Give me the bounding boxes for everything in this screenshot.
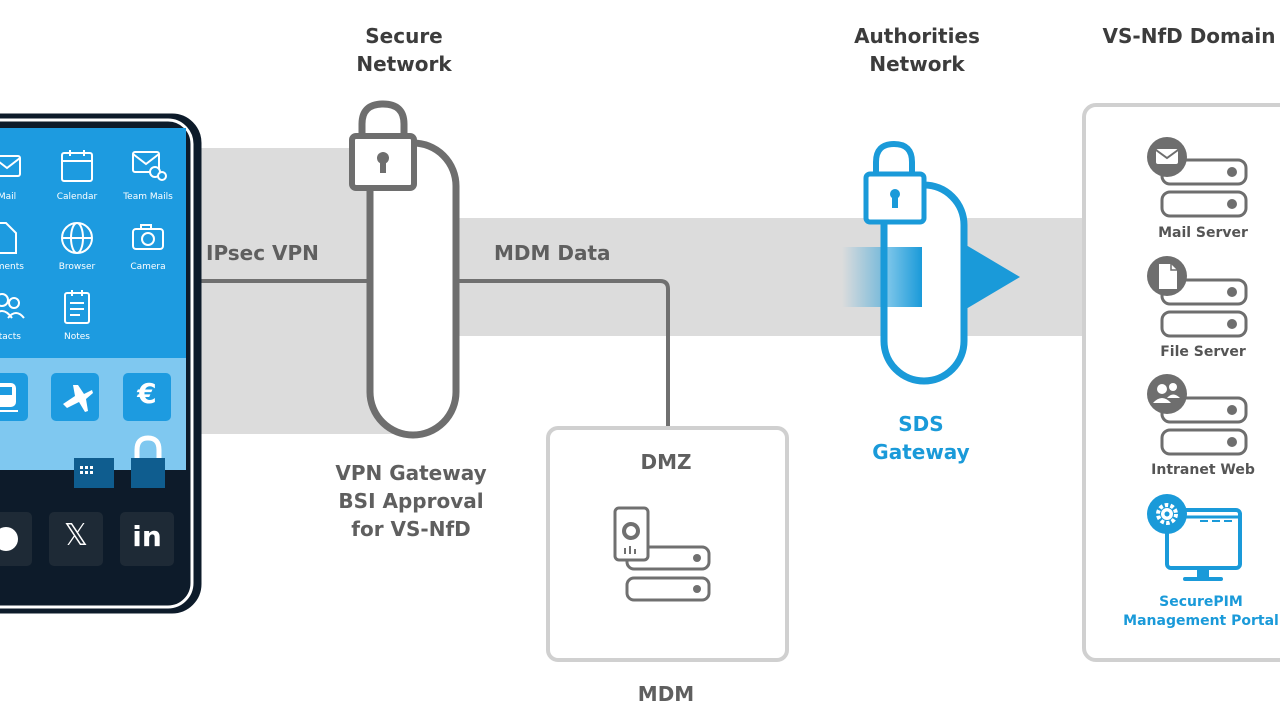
globe-icon [61,222,93,254]
phone-icon [0,527,18,551]
vpn-gateway-label: VPN Gateway BSI Approval for VS-NfD [335,461,487,541]
camera-icon [132,224,164,250]
mail-server-label: Mail Server [1158,225,1248,241]
notes-icon [64,290,90,324]
sds-flow-gradient [842,247,922,307]
document-icon [0,222,17,254]
file-server [1147,256,1248,338]
secure-network-heading: Secure Network [356,24,452,76]
contacts-icon [0,293,25,319]
team-mail-icon [132,151,167,181]
sds-lock-icon [863,140,927,225]
euro-icon: € [137,377,157,410]
vpn-gateway [349,100,460,439]
calendar-icon [61,150,93,182]
vpn-lock-icon [349,100,417,191]
dock-linkedin [120,512,174,566]
mdm-label: MDM [637,682,695,706]
mdm-data-line [452,279,670,428]
ipsec-vpn-label: IPsec VPN [206,241,319,265]
file-icon [1159,264,1177,289]
linkedin-icon: in [132,520,162,553]
app-label-browser[interactable]: Browser [58,262,96,272]
app-label-mail[interactable]: Mail [0,192,17,202]
mail-server [1147,137,1248,218]
mail-icon [1155,149,1179,164]
intranet-web-server [1147,374,1248,456]
app-label-calendar[interactable]: Calendar [56,192,98,202]
app-label-contacts[interactable]: ntacts [0,332,21,342]
sds-gateway-label: SDS Gateway [872,412,970,464]
vs-nfd-domain-heading: VS-NfD Domain [1102,24,1276,48]
file-server-label: File Server [1160,344,1246,360]
app-label-documents[interactable]: uments [0,262,24,272]
mdm-data-label: MDM Data [494,241,611,265]
app-label-team-mails[interactable]: Team Mails [123,192,173,202]
mail-icon [0,155,21,177]
dmz-box [546,426,789,662]
securepim-portal-label: SecurePIM Management Portal [1123,594,1279,629]
securepim-portal [1147,494,1242,581]
sds-gateway [842,140,1020,385]
train-icon [0,383,18,412]
x-icon: 𝕏 [63,518,89,553]
grid-icon [80,466,93,474]
intranet-web-label: Intranet Web [1151,462,1255,478]
widget-lock-icon [131,435,165,488]
airplane-icon [63,385,93,412]
gear-icon [1156,503,1178,525]
authorities-network-heading: Authorities Network [854,24,980,76]
mdm-server-icon [613,506,711,602]
dock-x [49,512,103,566]
tile-euro [123,373,171,421]
app-label-notes[interactable]: Notes [64,332,90,342]
sds-flow-arrow [966,245,1020,309]
users-icon [1153,383,1180,403]
app-label-camera[interactable]: Camera [130,262,166,272]
dmz-title: DMZ [640,450,692,474]
smartphone [0,113,202,614]
